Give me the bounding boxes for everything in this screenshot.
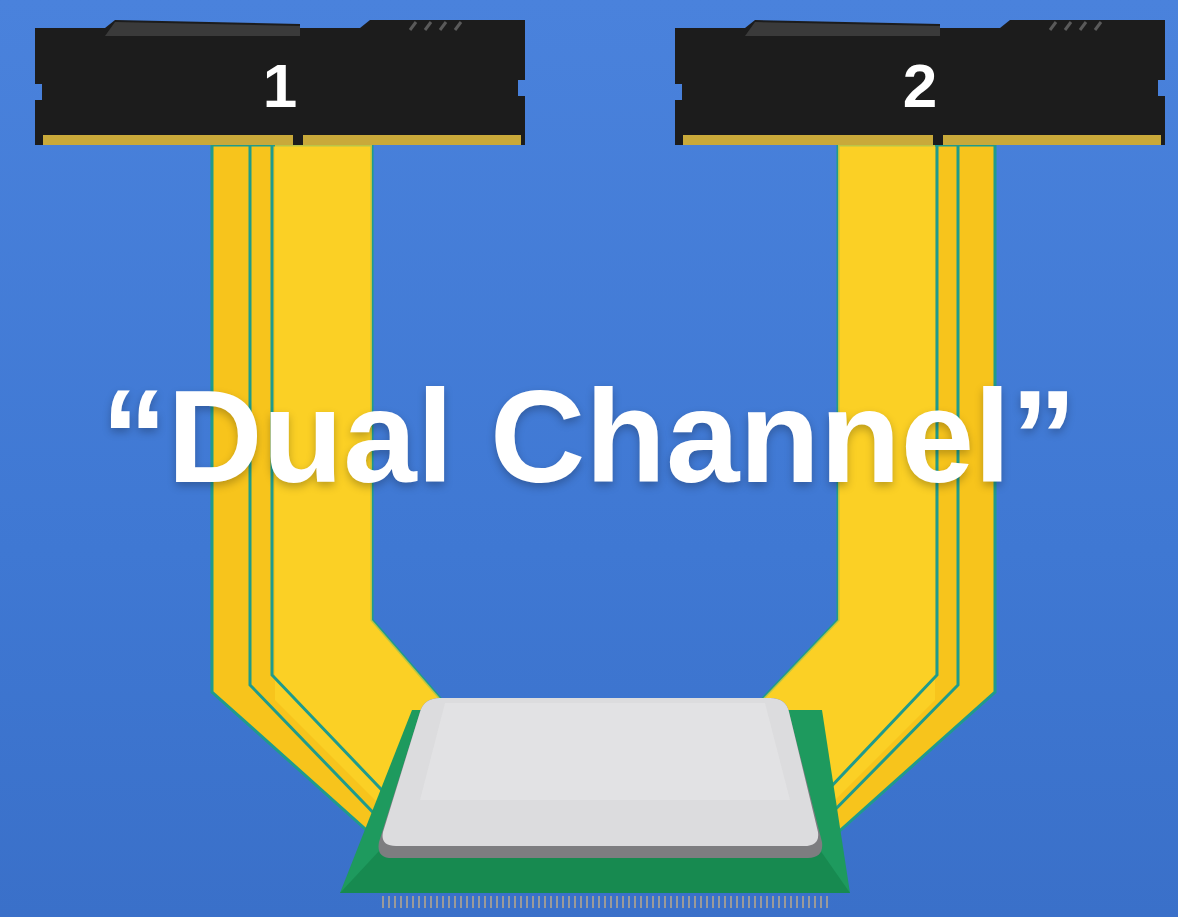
slot-number: 2 [903, 55, 937, 117]
cpu-pin [448, 896, 450, 908]
cpu-pin [514, 896, 516, 908]
cpu-pin [478, 896, 480, 908]
cpu-pin [718, 896, 720, 908]
cpu-pin [490, 896, 492, 908]
cpu-pin [790, 896, 792, 908]
cpu-pin [700, 896, 702, 908]
cpu-pin [730, 896, 732, 908]
cpu-pin [460, 896, 462, 908]
cpu-pin [784, 896, 786, 908]
cpu-pin [754, 896, 756, 908]
ram-stick [35, 20, 525, 145]
cpu-pin [442, 896, 444, 908]
cpu-pin [586, 896, 588, 908]
cpu-pin [394, 896, 396, 908]
cpu-pin [712, 896, 714, 908]
cpu-pin [826, 896, 828, 908]
cpu-pin [706, 896, 708, 908]
cpu-pin [418, 896, 420, 908]
cpu-pin [538, 896, 540, 908]
ram-stick-label-box: 2 [675, 36, 1165, 135]
cpu-pin [664, 896, 666, 908]
cpu-pin [496, 896, 498, 908]
cpu-pin [592, 896, 594, 908]
cpu-pin [802, 896, 804, 908]
cpu-pin [694, 896, 696, 908]
cpu-pin [658, 896, 660, 908]
cpu-pin [436, 896, 438, 908]
cpu-pin [562, 896, 564, 908]
cpu-pin [382, 896, 384, 908]
cpu-pin [610, 896, 612, 908]
cpu-pin [814, 896, 816, 908]
cpu-pin [520, 896, 522, 908]
cpu-pin [652, 896, 654, 908]
cpu-pin [424, 896, 426, 908]
cpu-pin [676, 896, 678, 908]
cpu-pin [742, 896, 744, 908]
cpu-pin [466, 896, 468, 908]
cpu-pin [472, 896, 474, 908]
cpu-pin [556, 896, 558, 908]
cpu-pin [598, 896, 600, 908]
cpu-pin [544, 896, 546, 908]
cpu-pin [604, 896, 606, 908]
cpu-chip [340, 698, 850, 908]
cpu-pin [574, 896, 576, 908]
cpu-pin [760, 896, 762, 908]
cpu-pin [772, 896, 774, 908]
cpu-pin [406, 896, 408, 908]
cpu-pin [634, 896, 636, 908]
cpu-pin [526, 896, 528, 908]
cpu-pin [430, 896, 432, 908]
cpu-pin [454, 896, 456, 908]
cpu-pin [412, 896, 414, 908]
cpu-pin [550, 896, 552, 908]
cpu-pin [688, 896, 690, 908]
cpu-pin [748, 896, 750, 908]
ram-stick [675, 20, 1165, 145]
slot-number: 1 [263, 55, 297, 117]
cpu-pin [568, 896, 570, 908]
cpu-pin [508, 896, 510, 908]
cpu-pin [646, 896, 648, 908]
cpu-pin [388, 896, 390, 908]
cpu-pin [778, 896, 780, 908]
ram-stick-label-box: 1 [35, 36, 525, 135]
cpu-pin [628, 896, 630, 908]
cpu-pin [724, 896, 726, 908]
cpu-pin [622, 896, 624, 908]
cpu-pin [796, 896, 798, 908]
cpu-pin [682, 896, 684, 908]
cpu-pin [484, 896, 486, 908]
cpu-pin [670, 896, 672, 908]
cpu-pin [808, 896, 810, 908]
cpu-pin [736, 896, 738, 908]
cpu-pin [640, 896, 642, 908]
cpu-pin [820, 896, 822, 908]
title: “Dual Channel” [0, 371, 1178, 503]
cpu-pin [766, 896, 768, 908]
cpu-pin [616, 896, 618, 908]
cpu-pin [532, 896, 534, 908]
cpu-pin [502, 896, 504, 908]
cpu-pin [400, 896, 402, 908]
cpu-pin [580, 896, 582, 908]
